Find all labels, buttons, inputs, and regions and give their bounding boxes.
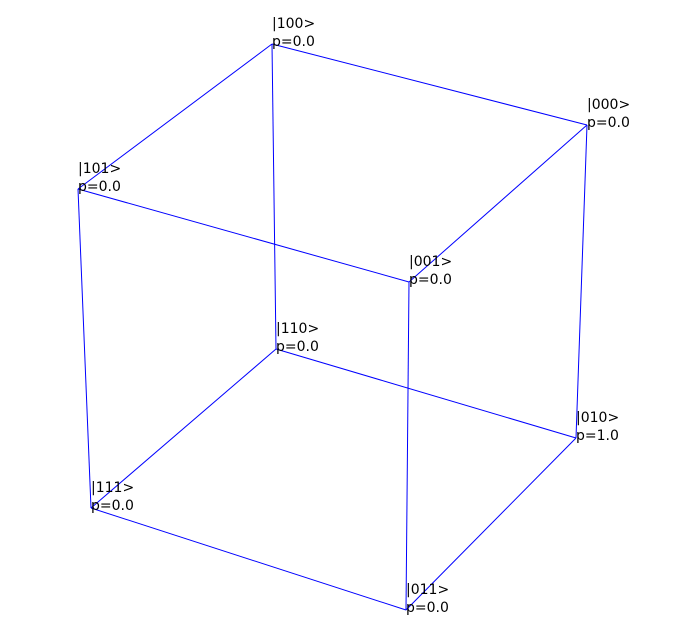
edge-010-011 bbox=[405, 437, 577, 611]
node-011: |011> p=0.0 bbox=[406, 582, 449, 616]
node-state-label: |110> bbox=[276, 321, 319, 337]
node-state-label: |010> bbox=[576, 410, 619, 426]
cube-labels: |000> p=0.0 |001> p=0.0 |010> p=1.0 |011> p=0.0… bbox=[78, 16, 630, 616]
node-state-label: |101> bbox=[78, 161, 121, 177]
node-probability-label: p=0.0 bbox=[409, 272, 452, 288]
edge-110-111 bbox=[90, 348, 277, 509]
node-010: |010> p=1.0 bbox=[576, 410, 619, 444]
node-state-label: |000> bbox=[587, 97, 630, 113]
edge-100-110 bbox=[271, 43, 277, 350]
edge-000-001 bbox=[408, 124, 588, 283]
edge-000-010 bbox=[575, 124, 588, 439]
node-110: |110> p=0.0 bbox=[276, 321, 319, 355]
node-000: |000> p=0.0 bbox=[587, 97, 630, 131]
node-state-label: |001> bbox=[409, 254, 452, 270]
edge-111-011 bbox=[90, 507, 407, 611]
node-probability-label: p=0.0 bbox=[78, 179, 121, 195]
edge-001-101 bbox=[77, 188, 410, 283]
node-probability-label: p=0.0 bbox=[587, 115, 630, 131]
edge-000-100 bbox=[271, 43, 588, 126]
node-101: |101> p=0.0 bbox=[78, 161, 121, 195]
edge-100-101 bbox=[77, 43, 273, 190]
edge-101-111 bbox=[77, 188, 92, 509]
node-100: |100> p=0.0 bbox=[272, 16, 315, 50]
node-probability-label: p=0.0 bbox=[272, 34, 315, 50]
edge-110-010 bbox=[275, 348, 577, 439]
edge-001-011 bbox=[405, 281, 410, 611]
node-probability-label: p=0.0 bbox=[406, 600, 449, 616]
node-state-label: |011> bbox=[406, 582, 449, 598]
node-probability-label: p=0.0 bbox=[91, 498, 134, 514]
node-probability-label: p=0.0 bbox=[276, 339, 319, 355]
node-state-label: |100> bbox=[272, 16, 315, 32]
node-001: |001> p=0.0 bbox=[409, 254, 452, 288]
node-state-label: |111> bbox=[91, 480, 134, 496]
node-111: |111> p=0.0 bbox=[91, 480, 134, 514]
cube-edges bbox=[77, 43, 588, 611]
node-probability-label: p=1.0 bbox=[576, 428, 619, 444]
